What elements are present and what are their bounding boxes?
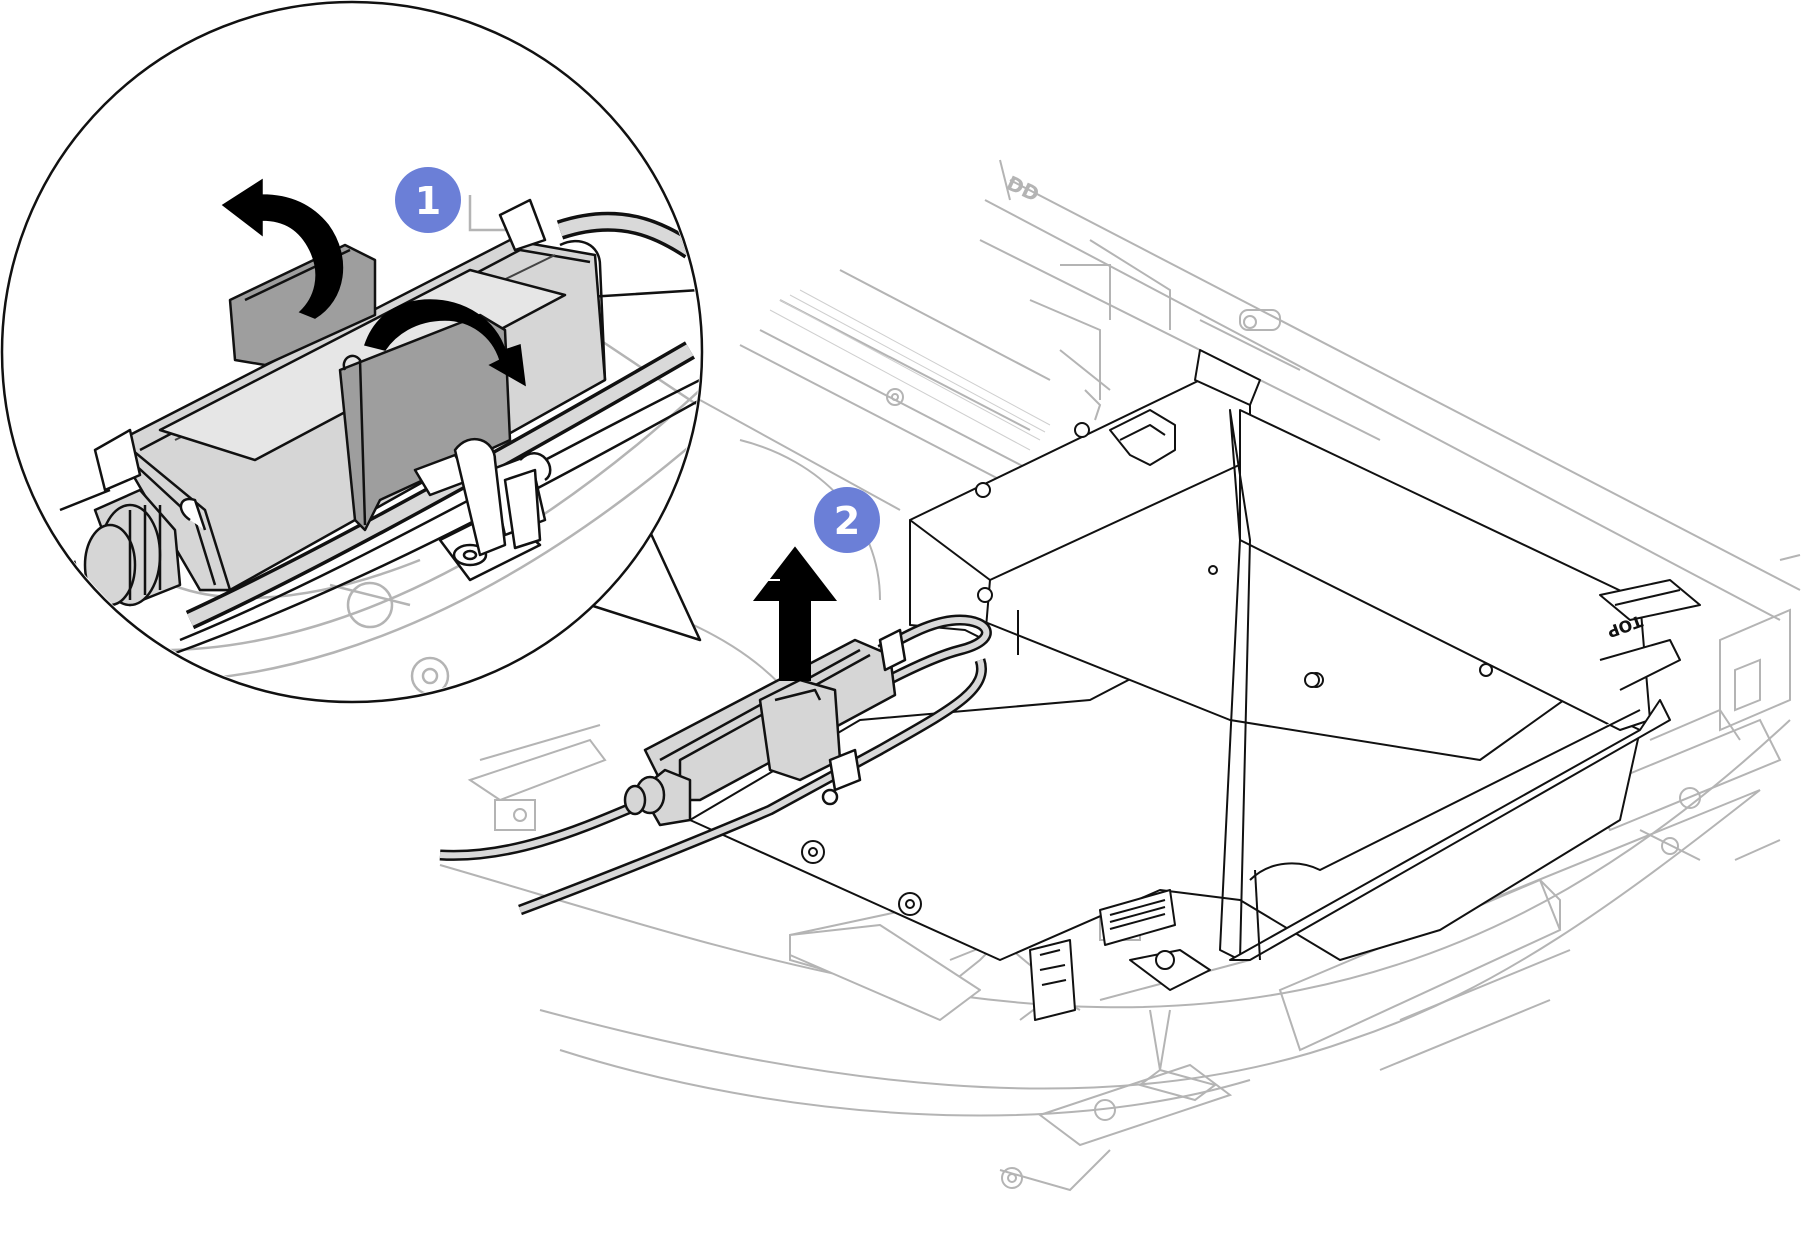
leak-sensor-main — [439, 614, 992, 916]
step-2-number: 2 — [834, 499, 860, 543]
vent-strip — [769, 289, 1051, 451]
lift-arrow-icon — [752, 546, 838, 681]
step-1-number: 1 — [415, 179, 441, 223]
rotate-arrow-icon — [221, 178, 526, 387]
drive-cage: TOP — [689, 349, 1701, 1021]
drive-bay-mark: DD — [1003, 171, 1043, 207]
detail-callout — [0, 0, 704, 704]
step-1-badge: 1 — [395, 167, 461, 233]
step-2-badge: 2 — [814, 487, 880, 553]
